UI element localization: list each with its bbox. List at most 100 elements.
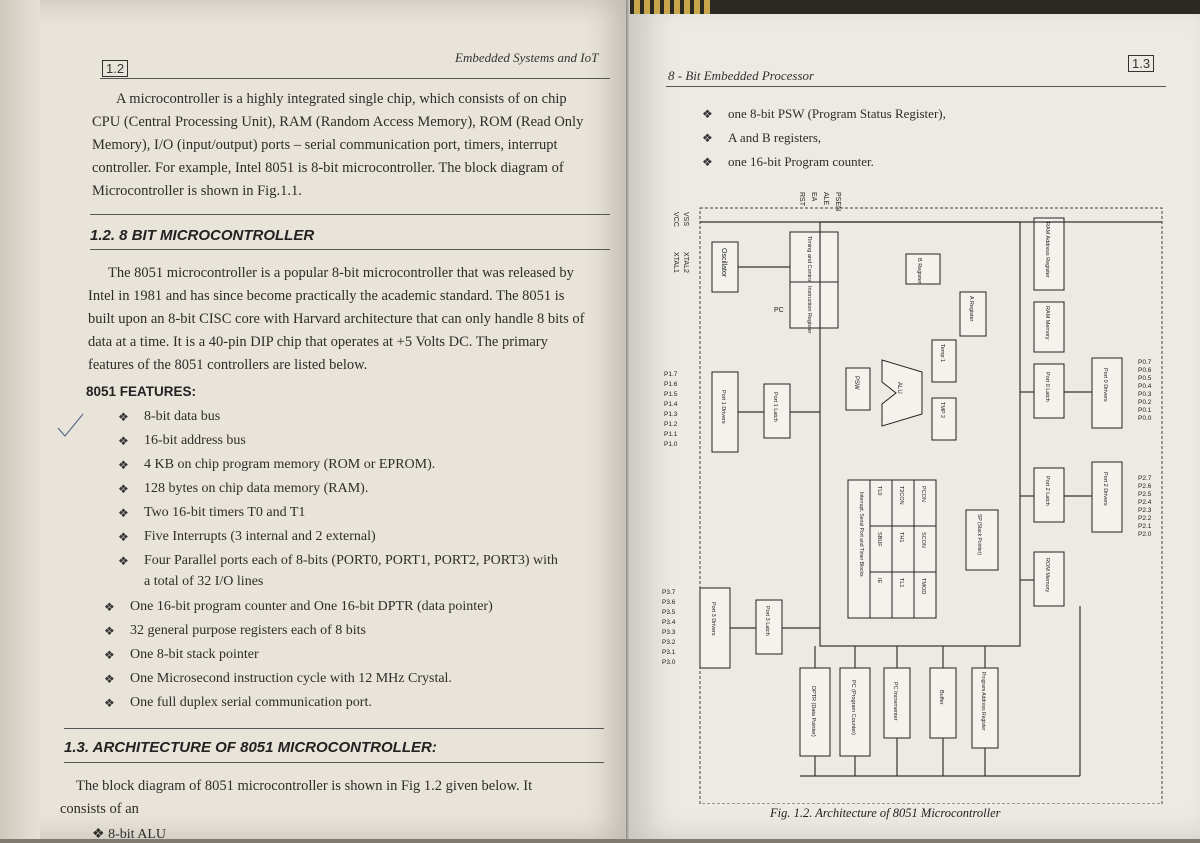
section-rule — [64, 728, 604, 729]
temp1-block: Temp 1 — [931, 339, 957, 383]
interrupt-serial-timer-block: Interrupt, Serial Port and Timer Blocks … — [847, 479, 937, 619]
block-label: Port 0 Latch — [1044, 372, 1050, 402]
pin-label: EA — [810, 192, 817, 202]
pin-label: P0.3 — [1138, 391, 1152, 398]
text-line: The 8051 microcontroller is a popular 8-… — [108, 265, 574, 281]
block-label: Port 1 Drivers — [720, 390, 726, 424]
block-label: Port 2 Drivers — [1102, 472, 1108, 506]
running-head: 8 - Bit Embedded Processor — [668, 68, 815, 83]
pin-label: P3.5 — [662, 609, 676, 616]
header-rule — [666, 86, 1166, 87]
text-line: A microcontroller is a highly integrated… — [116, 91, 567, 107]
pin-label: P0.6 — [1138, 367, 1152, 374]
list-item: 32 general purpose registers each of 8 b… — [104, 620, 584, 644]
block-label: RAM Address Register — [1044, 222, 1050, 278]
text-line: features of the 8051 controllers are lis… — [88, 357, 368, 373]
port0-latch-block: Port 0 Latch — [1033, 363, 1065, 419]
sfr-cell: SBUF — [876, 532, 882, 547]
list-item: One Microsecond instruction cycle with 1… — [104, 668, 584, 692]
program-address-register-block: Program Address Register — [971, 667, 999, 749]
block-label: PC (Program Counter) — [850, 680, 856, 735]
features-list-cont: One 16-bit program counter and One 16-bi… — [104, 596, 584, 716]
sfr-cell: T2CON — [898, 486, 904, 505]
block-label: Timing and Control — [806, 236, 812, 282]
block-label: Port 3 Latch — [764, 606, 770, 636]
figure-caption: Fig. 1.2. Architecture of 8051 Microcont… — [770, 806, 1001, 820]
features-title: 8051 FEATURES: — [86, 384, 197, 399]
list-item: One 8-bit stack pointer — [104, 644, 584, 668]
pin-label: P1.7 — [664, 371, 678, 378]
section-rule — [64, 762, 604, 763]
text-line: controller. For example, Intel 8051 is 8… — [92, 160, 564, 176]
list-item: A and B registers, — [702, 127, 1142, 151]
port1-latch-block: Port 1 Latch — [763, 383, 791, 439]
list-item: one 16-bit Program counter. — [702, 151, 1142, 175]
block-label: Oscillator — [720, 248, 727, 278]
timing-control-block: Timing and Control — [789, 231, 839, 283]
pin-label: P1.2 — [664, 421, 678, 428]
pin-label: P0.5 — [1138, 375, 1152, 382]
pin-label: P0.4 — [1138, 383, 1152, 390]
partial-bullet-text: 8-bit ALU — [108, 827, 167, 842]
page-number: 1.2 — [102, 60, 129, 77]
port0-pins: P0.7 P0.6 P0.5 P0.4 P0.3 P0.2 P0.1 P0.0 — [1138, 359, 1152, 422]
rom-block: ROM Memory — [1033, 551, 1065, 607]
pin-label: P3.1 — [662, 649, 676, 656]
partial-bullet: ❖ 8-bit ALU — [92, 827, 167, 842]
port3-latch-block: Port 3 Latch — [755, 599, 783, 655]
tmp2-block: TMP 2 — [931, 397, 957, 441]
pin-label: PSEN — [834, 192, 841, 211]
list-item: one 8-bit PSW (Program Status Register), — [702, 103, 1142, 127]
block-label: Port 2 Latch — [1044, 476, 1050, 506]
block-label: PC Incrementer — [892, 682, 898, 721]
block-label: PSW — [853, 376, 859, 390]
page-edge — [0, 0, 40, 839]
intro-paragraph: A microcontroller is a highly integrated… — [92, 88, 602, 203]
block-label: Port 0 Drivers — [1102, 368, 1108, 402]
register-list: one 8-bit PSW (Program Status Register),… — [702, 103, 1142, 175]
alu-block: ALU — [881, 359, 923, 427]
instruction-register-block: Instruction Register — [789, 281, 839, 334]
text-line: Microcontroller is shown in Fig.1.1. — [92, 183, 302, 199]
left-page: 1.2 Embedded Systems and IoT A microcont… — [0, 0, 630, 839]
pin-label: P1.6 — [664, 381, 678, 388]
block-label: B Register — [916, 258, 922, 284]
psw-block: PSW — [845, 367, 871, 411]
pin-label: P3.3 — [662, 629, 676, 636]
text-line: consists of an — [60, 801, 139, 817]
sfr-cell: PCON — [920, 486, 926, 502]
port0-drivers-block: Port 0 Drivers — [1091, 357, 1123, 429]
port2-pins: P2.7 P2.6 P2.5 P2.4 P2.3 P2.2 P2.1 P2.0 — [1138, 475, 1152, 538]
list-item: One 16-bit program counter and One 16-bi… — [104, 596, 584, 620]
section-1-2-paragraph: The 8051 microcontroller is a popular 8-… — [88, 262, 598, 377]
bus-lines — [700, 221, 1162, 777]
pin-label: P1.3 — [664, 411, 678, 418]
pin-label: P0.2 — [1138, 399, 1152, 406]
list-item: 8-bit data bus — [118, 406, 598, 430]
sfr-cell: TMOD — [920, 578, 926, 594]
block-label: Buffer — [938, 690, 944, 705]
sfr-cell: IE — [876, 578, 882, 584]
section-heading-1-2: 1.2. 8 BIT MICROCONTROLLER — [90, 227, 315, 244]
pin-label: VSS — [682, 212, 689, 226]
block-label: Interrupt, Serial Port and Timer Blocks — [858, 492, 864, 577]
pin-label: ALE — [822, 192, 829, 206]
port1-drivers-block: Port 1 Drivers — [711, 371, 739, 453]
book-spine-strip — [630, 0, 1200, 14]
block-label: RAM Memory — [1044, 306, 1050, 340]
text-line: Memory), I/O (input/output) ports – seri… — [92, 137, 558, 153]
block-label: Temp 1 — [939, 344, 945, 362]
a-register-block: A Register — [959, 291, 987, 337]
block-label: ALU — [896, 382, 902, 394]
list-item: Four Parallel ports each of 8-bits (PORT… — [118, 550, 598, 574]
pin-label: XTAL1 — [672, 252, 679, 273]
pin-label: XTAL2 — [682, 252, 689, 273]
section-1-3-paragraph: The block diagram of 8051 microcontrolle… — [60, 775, 600, 821]
pin-label: P3.6 — [662, 599, 676, 606]
pin-label: P3.7 — [662, 589, 676, 596]
ram-address-register-block: RAM Address Register — [1033, 217, 1065, 291]
text-line: built upon an 8-bit CISC core with Harva… — [88, 311, 585, 327]
pc-label: PC — [774, 307, 784, 314]
stack-pointer-block: SP (Stack Pointer) — [965, 509, 999, 571]
port2-latch-block: Port 2 Latch — [1033, 467, 1065, 523]
